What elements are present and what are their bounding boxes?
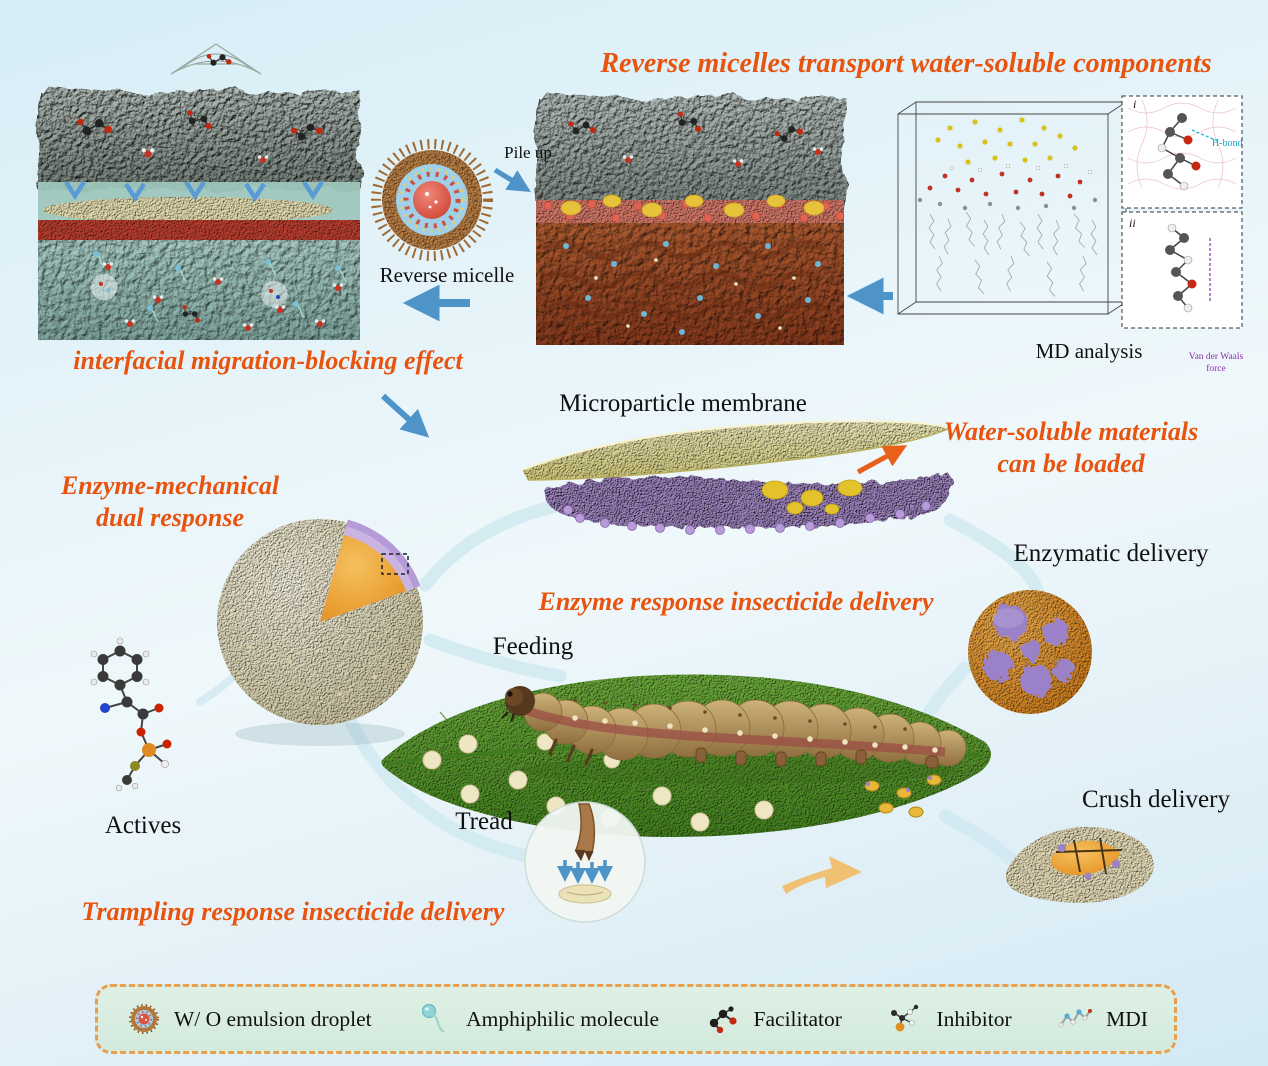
md-inset1-label: i	[1133, 97, 1137, 111]
enzyme-mechanical-line1: Enzyme-mechanical	[60, 471, 280, 500]
title-water-soluble: Water-soluble materials can be loaded	[901, 416, 1241, 479]
inhibitor-icon	[891, 1004, 919, 1032]
tread-label: Tread	[455, 808, 513, 835]
h-bond-label: H-bond	[1212, 138, 1243, 149]
crush-delivery-label: Crush delivery	[1082, 786, 1230, 813]
soil-block-center	[536, 96, 845, 345]
reverse-micelle-icon	[371, 139, 493, 261]
soil-block-left	[38, 43, 360, 340]
legend-bar: W/ O emulsion droplet Amphiphilic molecu…	[95, 984, 1177, 1054]
microparticle-membrane-art	[521, 420, 954, 535]
md-simulation-box	[897, 101, 1127, 315]
water-soluble-line2: can be loaded	[997, 448, 1145, 478]
legend-item-inhibitor: Inhibitor	[886, 999, 1012, 1039]
actives-label: Actives	[104, 812, 182, 839]
title-enzyme-mechanical: Enzyme-mechanical dual response	[20, 470, 320, 533]
title-enzyme-response: Enzyme response insecticide delivery	[538, 587, 934, 616]
mesh-net-icon	[170, 43, 262, 75]
water-soluble-line1: Water-soluble materials	[943, 417, 1199, 446]
legend-item-facilitator: Facilitator	[704, 999, 842, 1039]
emulsion-droplet-icon	[129, 1004, 159, 1034]
microparticle-membrane-label: Microparticle membrane	[559, 390, 807, 417]
enzymatic-delivery-label: Enzymatic delivery	[1013, 540, 1209, 567]
flow-ribbons	[196, 498, 1045, 865]
capsule-cutaway	[217, 519, 423, 746]
legend-item-mdi: MDI	[1056, 999, 1148, 1039]
title-interfacial-blocking: interfacial migration-blocking effect	[73, 346, 463, 375]
amphiphilic-molecule-icon	[422, 1004, 445, 1033]
md-analysis-label: MD analysis	[1035, 339, 1143, 363]
tread-detail	[524, 801, 646, 923]
legend-item-amphiphilic-molecule: Amphiphilic molecule	[416, 999, 659, 1039]
flow-arrows	[380, 277, 893, 438]
legend-label: W/ O emulsion droplet	[174, 1006, 372, 1031]
legend-item-emulsion-droplet: W/ O emulsion droplet	[124, 999, 372, 1039]
title-trampling-response: Trampling response insecticide delivery	[81, 897, 505, 926]
enzymatic-sphere	[968, 590, 1092, 714]
reverse-micelle-label: Reverse micelle	[379, 263, 515, 287]
legend-label: Facilitator	[753, 1006, 842, 1031]
crush-direction-arrow	[782, 856, 862, 894]
crushed-capsule	[1005, 826, 1154, 903]
mdi-icon	[1058, 1009, 1093, 1028]
leaf-caterpillar-scene	[381, 674, 992, 837]
enzyme-mechanical-line2: dual response	[95, 502, 245, 532]
md-inset-panels	[1121, 95, 1243, 329]
legend-label: MDI	[1106, 1006, 1148, 1031]
actives-molecule	[90, 637, 172, 792]
facilitator-icon	[709, 1006, 737, 1034]
md-inset2-label: ii	[1129, 216, 1136, 230]
title-reverse-micelles: Reverse micelles transport water-soluble…	[600, 48, 1212, 79]
feeding-label: Feeding	[492, 633, 574, 660]
pile-up-label: Pile up	[504, 143, 552, 162]
legend-label: Amphiphilic molecule	[466, 1006, 660, 1031]
legend-label: Inhibitor	[936, 1006, 1012, 1031]
loaded-material-arrow	[856, 445, 908, 475]
van-der-waals-label: Van der Waals force	[1188, 352, 1244, 374]
